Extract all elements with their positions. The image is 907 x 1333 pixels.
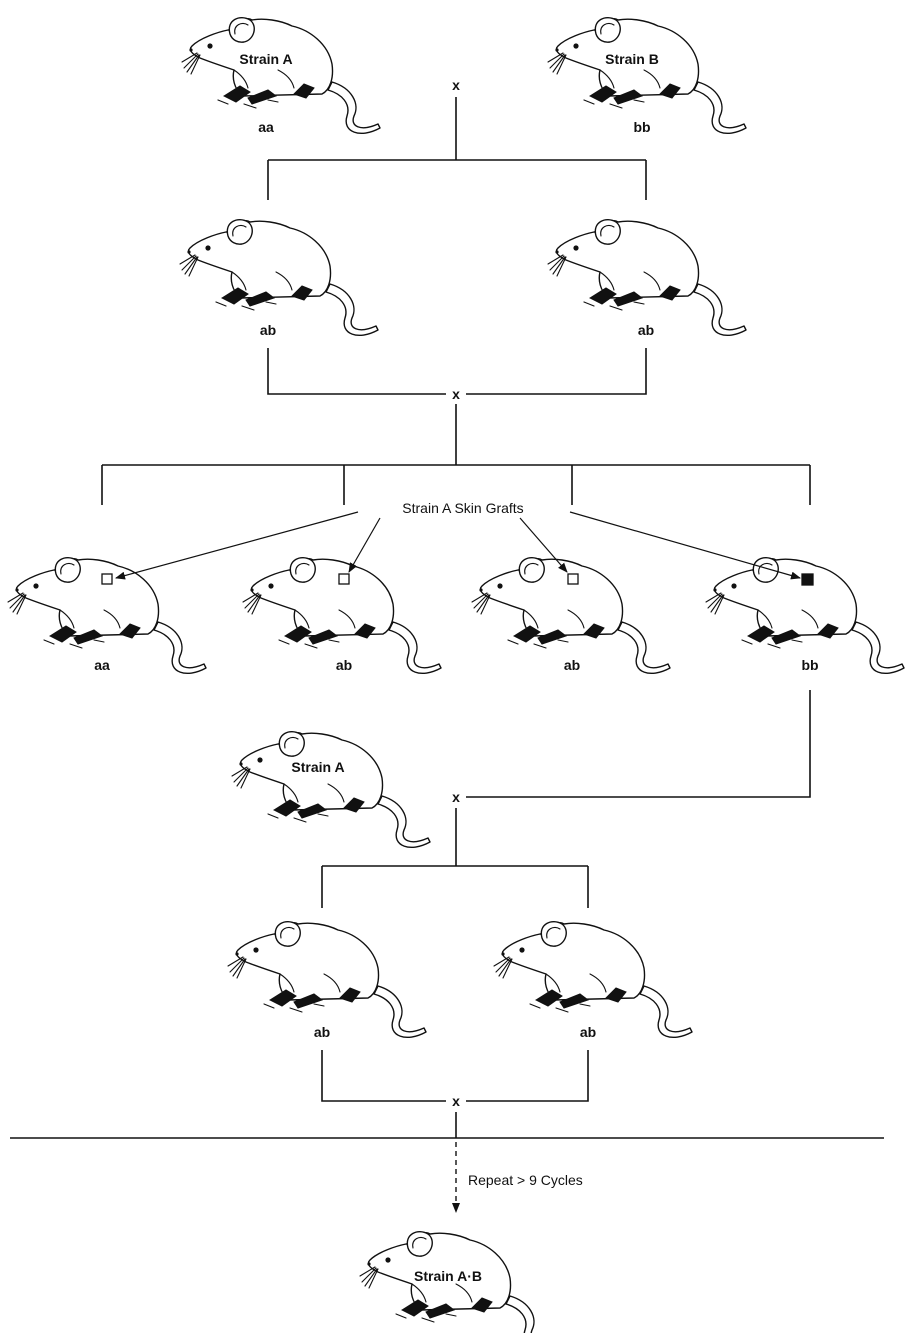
mouse-f2-aa [7,556,207,675]
graft-arrow-bb [569,511,801,580]
graft-accepted-square [338,573,350,585]
cross-symbol-offspring: x [452,1093,460,1109]
f1-left-genotype: ab [260,322,276,338]
f1-right-genotype: ab [638,322,654,338]
f2-ab-2-genotype: ab [564,657,580,673]
connector-f1-to-f2 [101,404,811,505]
cross-symbol-f1: x [452,386,460,402]
f2-ab-1-genotype: ab [336,657,352,673]
connector-f1-cross [267,348,647,395]
skin-graft-label: Strain A Skin Grafts [402,500,523,516]
cross-symbol-backcross: x [452,789,460,805]
connector-bb-to-backcross [466,690,811,798]
f2-aa-genotype: aa [94,657,110,673]
parent-b-genotype: bb [633,119,650,135]
mouse-f1-left [179,218,379,337]
graft-accepted-square [101,573,113,585]
graft-arrow-ab-2 [519,517,568,573]
f2-bb-genotype: bb [801,657,818,673]
repeat-cycles-text: Repeat > 9 Cycles [468,1172,583,1188]
backcross-offspring-right-genotype: ab [580,1024,596,1040]
graft-arrow-aa [115,511,359,580]
mouse-f2-ab-1 [242,556,442,675]
parent-a-genotype: aa [258,119,274,135]
backcross-offspring-left-genotype: ab [314,1024,330,1040]
graft-rejected-square [801,573,814,586]
connector-parents-to-f1 [267,97,647,200]
parent-b-body-label: Strain B [605,51,659,67]
mouse-f2-ab-2 [471,556,671,675]
mouse-f2-bb [705,556,905,675]
mouse-f1-right [547,218,747,337]
mouse-strain-a-parent: Strain A [181,16,381,135]
mouse-strain-a-backcross: Strain A [231,730,431,849]
mouse-backcross-offspring-left [227,920,427,1039]
graft-arrow-ab-1 [348,517,381,573]
graft-accepted-square [567,573,579,585]
graft-arrows [115,511,801,580]
parent-a-body-label: Strain A [239,51,292,67]
mouse-strain-b-parent: Strain B [547,16,747,135]
mouse-backcross-offspring-right [493,920,693,1039]
final-body-label: Strain A·B [414,1268,482,1284]
connector-backcross-to-offspring [321,808,589,908]
backcross-body-label: Strain A [291,759,344,775]
cross-symbol-parents: x [452,77,460,93]
connector-offspring-cross [321,1050,589,1102]
mouse-strain-ab-final: Strain A·B [359,1230,559,1333]
